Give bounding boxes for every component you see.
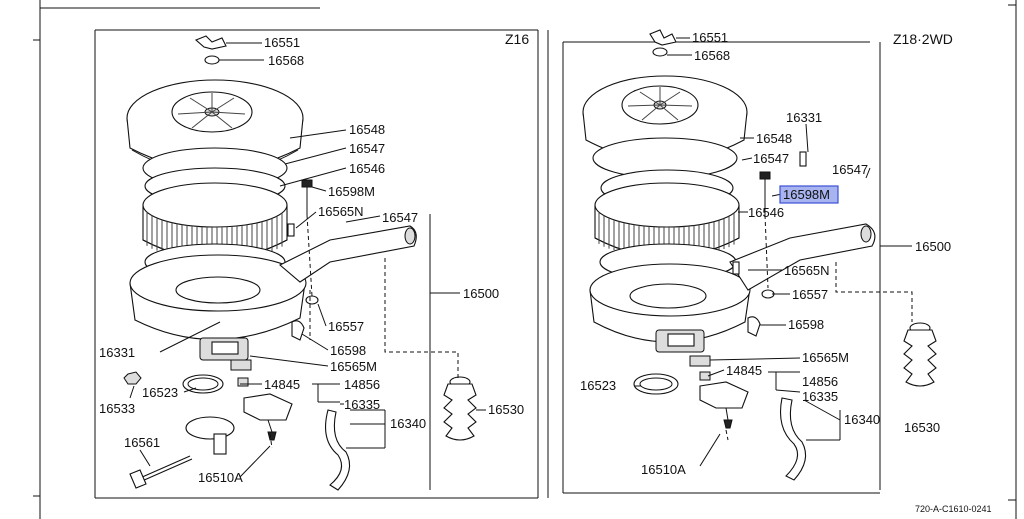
label-16547-right-a: 16547 xyxy=(753,151,789,166)
page-frame xyxy=(33,0,1017,519)
bolt-right xyxy=(759,171,775,299)
label-16565M-left: 16565M xyxy=(330,359,377,374)
label-16331-right: 16331 xyxy=(786,110,822,125)
clip-left xyxy=(287,223,295,237)
nut-left xyxy=(123,371,142,385)
panel-frame-left xyxy=(94,29,539,499)
clamp-left xyxy=(291,320,305,341)
boot-right xyxy=(903,322,937,387)
labels-right: Z18·2WD 16551 16568 16331 16548 16547 16… xyxy=(580,30,953,477)
label-16523-left: 16523 xyxy=(142,385,178,400)
label-14856-right: 14856 xyxy=(802,374,838,389)
label-16547-left-a: 16547 xyxy=(349,141,385,156)
label-16510A-right: 16510A xyxy=(641,462,686,477)
label-16565N-left: 16565N xyxy=(318,204,364,219)
label-16557-right: 16557 xyxy=(792,287,828,302)
label-16598M-left: 16598M xyxy=(328,184,375,199)
label-16598-left: 16598 xyxy=(330,343,366,358)
bolt-left xyxy=(301,179,319,305)
label-16500-left: 16500 xyxy=(463,286,499,301)
boot-left xyxy=(443,376,477,441)
right-air-cleaner-assembly xyxy=(582,29,937,481)
clip-right xyxy=(799,151,807,167)
label-16598-right: 16598 xyxy=(788,317,824,332)
label-16568-left: 16568 xyxy=(268,53,304,68)
housing-right xyxy=(589,223,876,367)
valve-bracket-left xyxy=(237,377,293,441)
label-16547-left-b: 16547 xyxy=(382,210,418,225)
panel-title-right: Z18·2WD xyxy=(893,31,953,47)
hose-left xyxy=(325,409,351,491)
label-16340-left: 16340 xyxy=(390,416,426,431)
labels-left: Z16 16551 16568 16548 16547 16546 16598M… xyxy=(99,31,529,485)
wing-nut-right xyxy=(649,29,677,57)
label-14856-left: 14856 xyxy=(344,377,380,392)
label-16565N-right: 16565N xyxy=(784,263,830,278)
label-16523-right: 16523 xyxy=(580,378,616,393)
label-16340-right: 16340 xyxy=(844,412,880,427)
label-16530-left: 16530 xyxy=(488,402,524,417)
wing-nut-left xyxy=(194,35,227,65)
dash-line-left xyxy=(384,258,459,378)
label-16546-left: 16546 xyxy=(349,161,385,176)
label-14845-right: 14845 xyxy=(726,363,762,378)
hose-right xyxy=(779,397,807,481)
highlight-16598M xyxy=(779,185,839,204)
dash-line-right xyxy=(835,262,913,322)
label-16551-left: 16551 xyxy=(264,35,300,50)
footer-code: 720-A-C1610-0241 xyxy=(915,504,992,514)
housing-left xyxy=(129,225,417,371)
panel-title-left: Z16 xyxy=(505,31,529,47)
label-16335-right: 16335 xyxy=(802,389,838,404)
label-16565M-right: 16565M xyxy=(802,350,849,365)
label-16568-right: 16568 xyxy=(694,48,730,63)
label-16548-left: 16548 xyxy=(349,122,385,137)
label-16335-left: 16335 xyxy=(344,397,380,412)
label-16530-right: 16530 xyxy=(904,420,940,435)
panel-frame-right xyxy=(547,30,881,498)
label-16561-left: 16561 xyxy=(124,435,160,450)
left-air-cleaner-assembly xyxy=(123,35,477,491)
seal-ring-right xyxy=(633,373,679,395)
band-clamp-left xyxy=(185,416,235,455)
label-16500-right: 16500 xyxy=(915,239,951,254)
label-16551-right: 16551 xyxy=(692,30,728,45)
label-16598M-right: 16598M xyxy=(783,187,830,202)
label-16331-left: 16331 xyxy=(99,345,135,360)
clamp-right xyxy=(747,316,761,337)
label-16533-left: 16533 xyxy=(99,401,135,416)
label-16510A-left: 16510A xyxy=(198,470,243,485)
label-16557-left: 16557 xyxy=(328,319,364,334)
filter-element-right xyxy=(594,182,740,258)
leader-lines xyxy=(129,37,912,490)
support-rod-left xyxy=(129,455,193,489)
label-16546-right: 16546 xyxy=(748,205,784,220)
valve-bracket-right xyxy=(699,371,749,429)
label-16548-right: 16548 xyxy=(756,131,792,146)
label-14845-left: 14845 xyxy=(264,377,300,392)
label-16547-right-b: 16547 xyxy=(832,162,868,177)
